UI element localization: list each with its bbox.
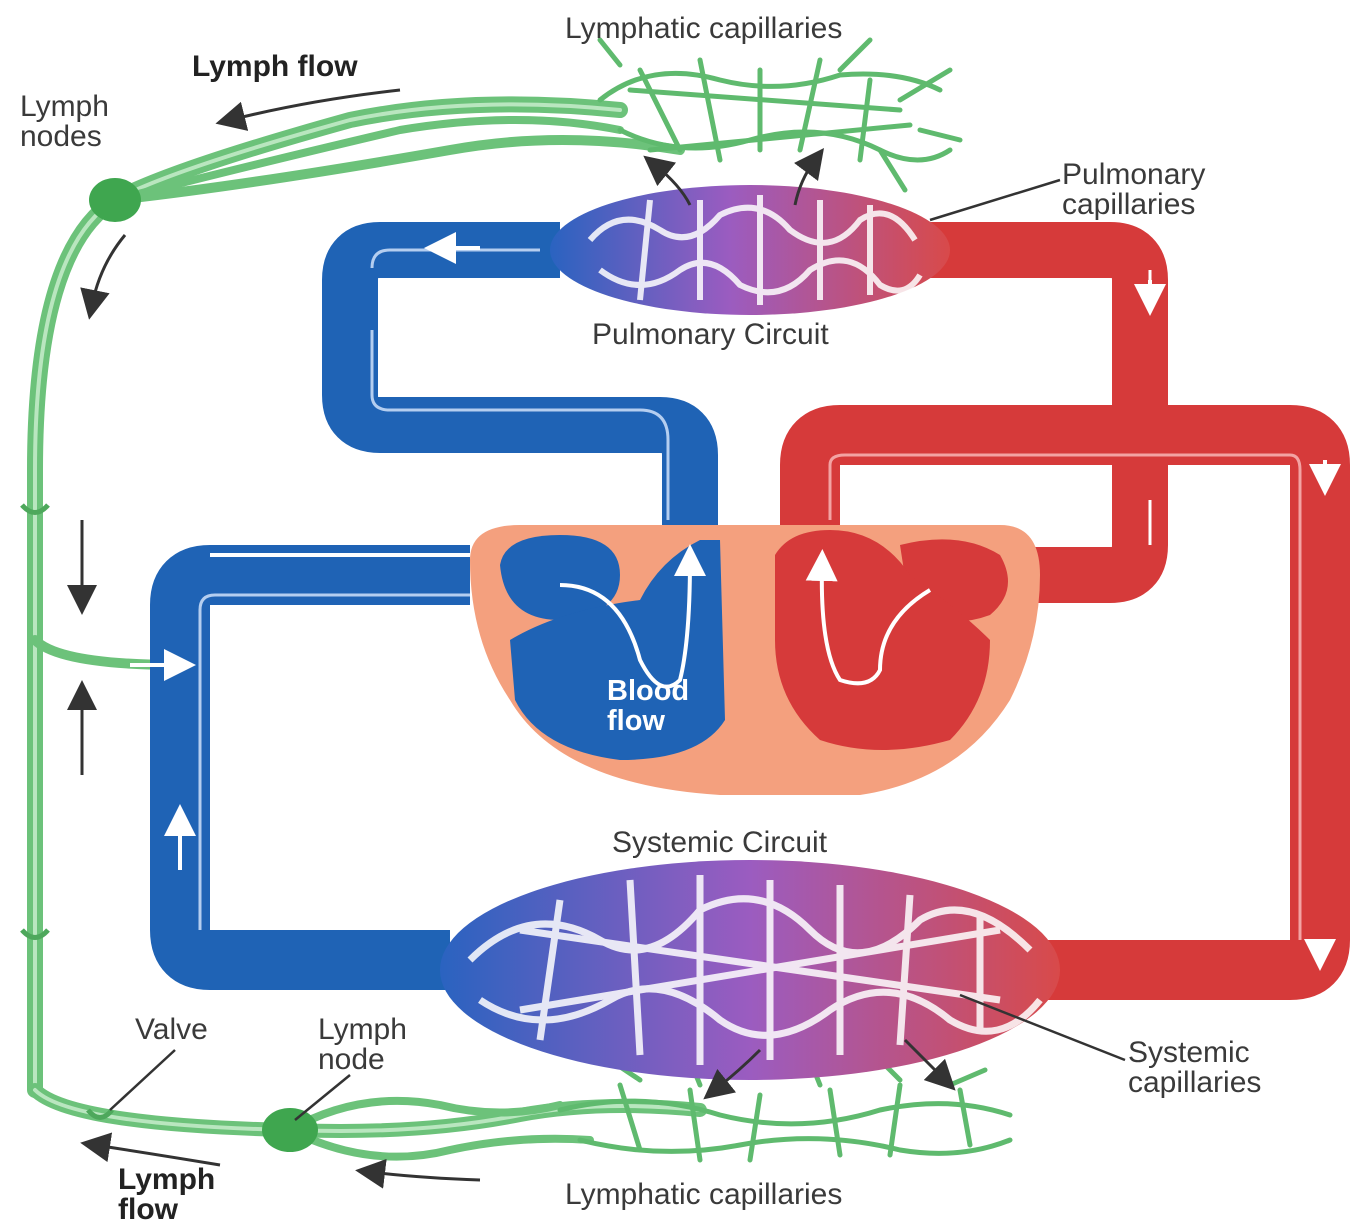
label-pulmonary-capillaries: Pulmonary capillaries <box>1062 160 1205 220</box>
label-pulmonary-capillaries-line1: Pulmonary <box>1062 160 1205 190</box>
lymph-flow-arrow-bottom-left <box>95 1145 220 1165</box>
systemic-capillaries-bed <box>440 860 1060 1080</box>
label-lymph-flow-top: Lymph flow <box>192 52 358 82</box>
label-lymph-flow-bottom-line2: flow <box>118 1195 215 1225</box>
heart <box>470 525 1040 795</box>
label-lymph-node-bottom: Lymph node <box>318 1015 407 1075</box>
label-pulmonary-capillaries-line2: capillaries <box>1062 190 1205 220</box>
label-blood-flow: Blood flow <box>607 676 689 736</box>
label-lymph-nodes-top-line1: Lymph <box>20 92 109 122</box>
label-systemic-capillaries-line2: capillaries <box>1128 1068 1261 1098</box>
label-lymph-nodes-top: Lymph nodes <box>20 92 109 152</box>
label-lymph-node-bottom-line2: node <box>318 1045 407 1075</box>
label-lymph-flow-bottom: Lymph flow <box>118 1165 215 1225</box>
pulmonary-capillaries-bed <box>550 185 950 315</box>
lymph-node-top <box>89 178 141 222</box>
valve-pointer <box>110 1050 175 1110</box>
label-systemic-circuit: Systemic Circuit <box>612 828 827 858</box>
pulmonary-capillaries-pointer <box>930 180 1060 220</box>
vena-cava <box>180 575 470 960</box>
lymph-flow-arrow-bottom-mid <box>370 1172 480 1180</box>
label-lymph-nodes-top-line2: nodes <box>20 122 109 152</box>
lymph-flow-arrow-down <box>92 235 125 305</box>
label-lymph-node-bottom-line1: Lymph <box>318 1015 407 1045</box>
lymphatic-capillaries-top-network <box>600 40 960 190</box>
label-systemic-capillaries-line1: Systemic <box>1128 1038 1261 1068</box>
label-blood-flow-line2: flow <box>607 706 689 736</box>
label-pulmonary-circuit: Pulmonary Circuit <box>592 320 829 350</box>
label-systemic-capillaries: Systemic capillaries <box>1128 1038 1261 1098</box>
lymph-node-bottom <box>262 1108 318 1152</box>
label-lymph-flow-bottom-line1: Lymph <box>118 1165 215 1195</box>
label-valve: Valve <box>135 1015 208 1045</box>
label-blood-flow-line1: Blood <box>607 676 689 706</box>
label-lymphatic-capillaries-bottom: Lymphatic capillaries <box>565 1180 842 1210</box>
label-lymphatic-capillaries-top: Lymphatic capillaries <box>565 14 842 44</box>
